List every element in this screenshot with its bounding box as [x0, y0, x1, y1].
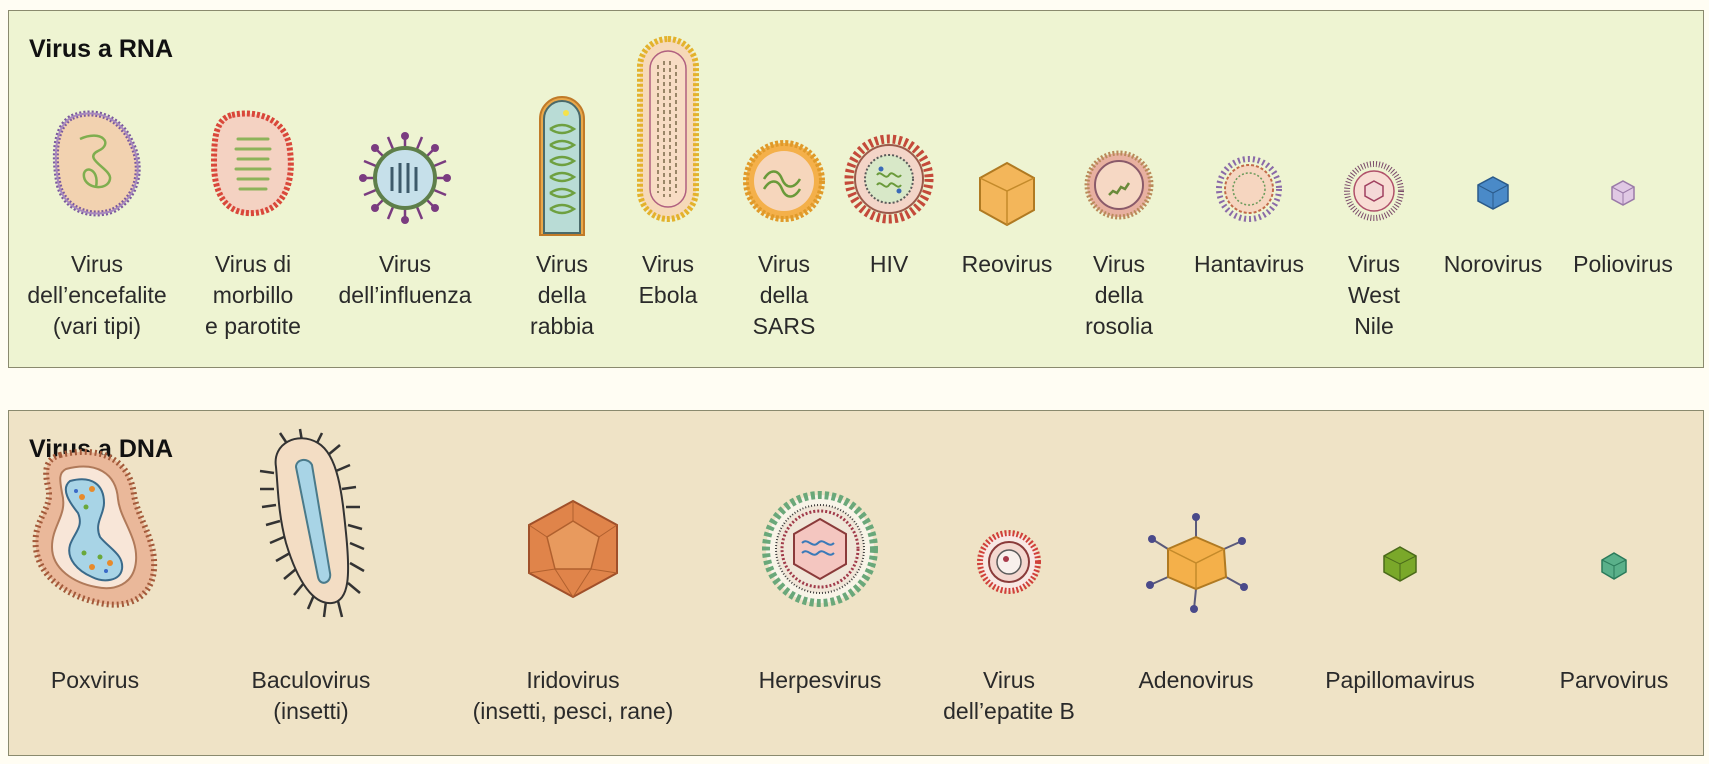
- virus-label: Papillomavirus: [1325, 667, 1475, 693]
- virus-label: Reovirus: [961, 251, 1053, 277]
- dna-virus-panel: Virus a DNA Poxvirus Baculovirus (insett…: [8, 410, 1704, 756]
- virus-norovirus: Norovirus: [1413, 11, 1573, 361]
- iridovirus-illustration: [528, 499, 618, 599]
- reovirus-illustration: [979, 161, 1035, 227]
- epatite-b-virus-illustration: [977, 530, 1041, 594]
- rna-panel-title: Virus a RNA: [29, 35, 174, 63]
- rna-virus-panel: Virus a RNA Virus dell’encefalite (vari …: [8, 10, 1704, 368]
- virus-label: Virus della SARS: [752, 251, 816, 339]
- virus-reovirus: Reovirus: [927, 11, 1087, 361]
- virus-label: Parvovirus: [1559, 667, 1669, 693]
- virus-poxvirus: Poxvirus: [0, 411, 195, 751]
- virus-rabbia: Virus della rabbia: [482, 11, 642, 361]
- virus-ebola: Virus Ebola: [588, 11, 748, 361]
- virus-hantavirus: Hantavirus: [1169, 11, 1329, 361]
- virus-label: Norovirus: [1443, 251, 1543, 277]
- virus-west-nile: Virus West Nile: [1294, 11, 1454, 361]
- virus-iridovirus: Iridovirus (insetti, pesci, rane): [473, 411, 673, 751]
- poxvirus-illustration: [32, 448, 158, 608]
- virus-epatite-b: Virus dell’epatite B: [909, 411, 1109, 751]
- virus-label: Poliovirus: [1573, 251, 1673, 277]
- virus-poliovirus: Poliovirus: [1543, 11, 1703, 361]
- virus-influenza: Virus dell’influenza: [325, 11, 485, 361]
- poliovirus-illustration: [1611, 180, 1635, 206]
- virus-label: Adenovirus: [1138, 667, 1254, 693]
- virus-label: Virus dell’influenza: [338, 251, 472, 308]
- virus-adenovirus: Adenovirus: [1096, 411, 1296, 751]
- virus-label: Virus Ebola: [638, 251, 698, 308]
- norovirus-illustration: [1477, 176, 1509, 210]
- virus-parvovirus: Parvovirus: [1514, 411, 1709, 751]
- hiv-virus-illustration: [844, 134, 934, 224]
- rosolia-virus-illustration: [1084, 150, 1154, 220]
- virus-label: Herpesvirus: [758, 667, 882, 693]
- virus-label: Virus della rosolia: [1085, 251, 1153, 339]
- adenovirus-illustration: [1146, 513, 1248, 613]
- morbillo-virus-illustration: [210, 110, 294, 217]
- virus-label: Virus di morbillo e parotite: [205, 251, 301, 339]
- virus-sars: Virus della SARS: [704, 11, 864, 361]
- influenza-virus-illustration: [359, 132, 451, 224]
- virus-label: Hantavirus: [1194, 251, 1304, 277]
- baculovirus-illustration: [259, 428, 365, 618]
- virus-label: HIV: [869, 251, 909, 277]
- encefalite-virus-illustration: [52, 110, 141, 217]
- virus-label: Virus West Nile: [1348, 251, 1400, 339]
- ebola-virus-illustration: [637, 36, 699, 222]
- virus-label: Baculovirus (insetti): [251, 667, 371, 724]
- virus-label: Iridovirus (insetti, pesci, rane): [472, 667, 674, 724]
- hantavirus-illustration: [1216, 156, 1282, 222]
- virus-herpesvirus: Herpesvirus: [720, 411, 920, 751]
- herpesvirus-illustration: [762, 491, 878, 607]
- virus-label: Virus dell’epatite B: [943, 667, 1075, 724]
- parvovirus-illustration: [1601, 552, 1627, 580]
- virus-hiv: HIV: [809, 11, 969, 361]
- virus-morbillo-parotite: Virus di morbillo e parotite: [173, 11, 333, 361]
- virus-encefalite: Virus dell’encefalite (vari tipi): [17, 11, 177, 361]
- virus-papillomavirus: Papillomavirus: [1300, 411, 1500, 751]
- west-nile-virus-illustration: [1344, 161, 1404, 221]
- virus-rosolia: Virus della rosolia: [1039, 11, 1199, 361]
- virus-label: Virus della rabbia: [530, 251, 594, 339]
- papillomavirus-illustration: [1383, 546, 1417, 582]
- virus-label: Poxvirus: [50, 667, 140, 693]
- virus-baculovirus: Baculovirus (insetti): [211, 411, 411, 751]
- rabbia-virus-illustration: [539, 96, 585, 236]
- sars-virus-illustration: [743, 140, 825, 222]
- virus-label: Virus dell’encefalite (vari tipi): [27, 251, 167, 339]
